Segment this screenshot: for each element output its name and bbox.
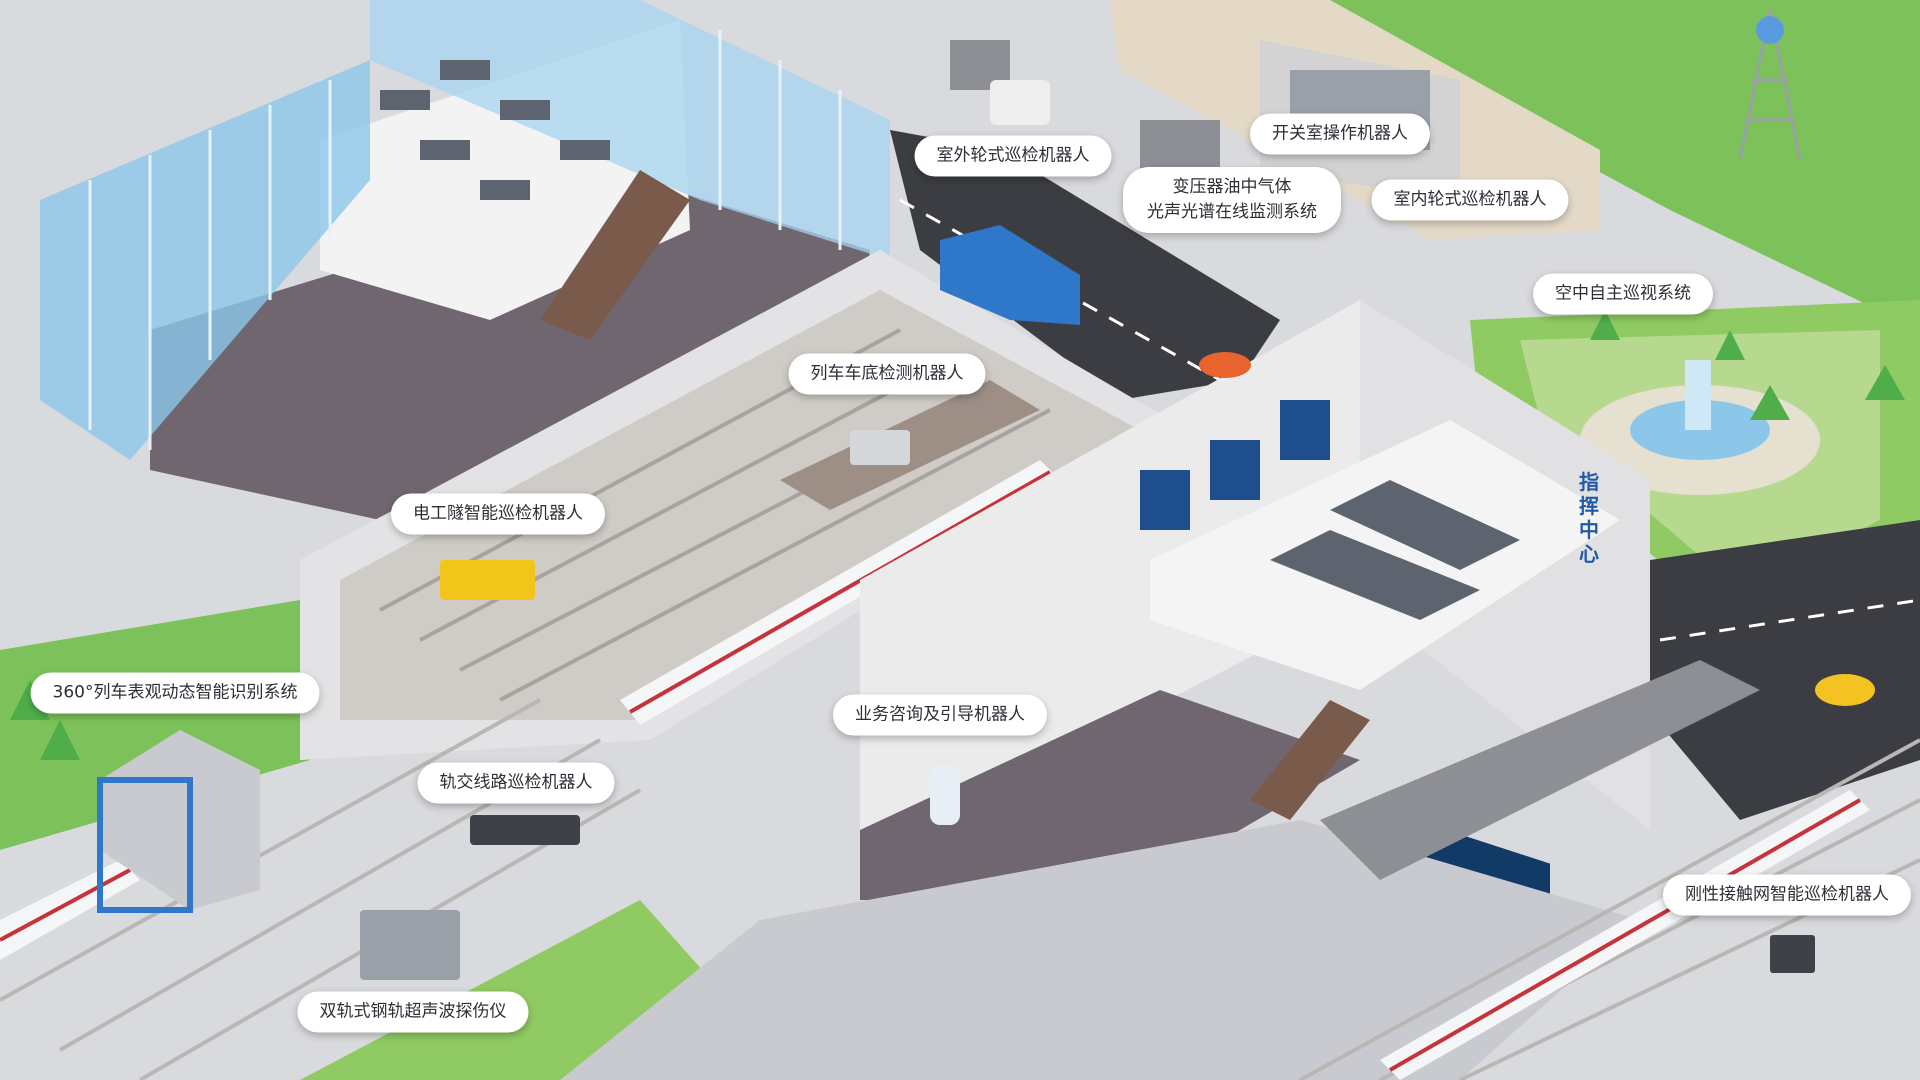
hub-char-4: 心 bbox=[1579, 542, 1599, 566]
scan-arch bbox=[100, 730, 260, 910]
service-robot-icon bbox=[930, 765, 960, 825]
glass-wall-left bbox=[40, 60, 370, 460]
car-orange bbox=[1199, 352, 1251, 378]
fountain-sculpture bbox=[1685, 360, 1711, 430]
tower-dish bbox=[1756, 16, 1784, 44]
train-bottom-right-stripe bbox=[1389, 798, 1861, 1072]
escalator-right bbox=[1250, 700, 1370, 820]
escalator-left bbox=[540, 170, 690, 340]
label-outdoor-wheeled-robot[interactable]: 室外轮式巡检机器人 bbox=[914, 135, 1112, 177]
train-bottom-left-stripe bbox=[0, 868, 131, 942]
label-rigid-catenary-robot[interactable]: 刚性接触网智能巡检机器人 bbox=[1663, 874, 1911, 916]
plaza bbox=[560, 820, 1640, 1080]
flight-boards bbox=[1140, 400, 1330, 530]
transformer-group bbox=[950, 40, 1220, 170]
elevated-platform bbox=[1320, 660, 1760, 880]
bus bbox=[940, 225, 1080, 325]
label-aerial-patrol[interactable]: 空中自主巡视系统 bbox=[1533, 273, 1713, 315]
label-indoor-wheeled-robot[interactable]: 室内轮式巡检机器人 bbox=[1371, 179, 1569, 221]
label-tunnel-robot[interactable]: 电工隧智能巡检机器人 bbox=[391, 493, 605, 535]
depot-floor bbox=[340, 290, 1140, 720]
station-hall-floor bbox=[150, 180, 870, 520]
label-service-robot[interactable]: 业务咨询及引导机器人 bbox=[833, 694, 1047, 736]
track-robot-icon bbox=[470, 815, 580, 845]
catenary-robot-icon bbox=[1770, 935, 1815, 973]
operator-desks bbox=[1270, 480, 1520, 620]
road-dash-right bbox=[1659, 598, 1920, 642]
label-transformer-monitor[interactable]: 变压器油中气体 光声光谱在线监测系统 bbox=[1123, 167, 1341, 233]
train-depot-stripe bbox=[629, 470, 1051, 714]
hub-char-3: 中 bbox=[1579, 518, 1599, 542]
glass-wall-top bbox=[370, 0, 890, 260]
ultrasonic-detector-icon bbox=[360, 910, 460, 980]
label-train-360[interactable]: 360°列车表观动态智能识别系统 bbox=[30, 672, 320, 714]
label-ultrasonic-rail-detector[interactable]: 双轨式钢轨超声波探伤仪 bbox=[297, 991, 529, 1033]
label-undercarriage-robot[interactable]: 列车车底检测机器人 bbox=[788, 353, 986, 395]
label-transformer-monitor-line2: 光声光谱在线监测系统 bbox=[1147, 202, 1317, 222]
grass-left bbox=[0, 600, 310, 850]
label-switch-room-robot[interactable]: 开关室操作机器人 bbox=[1250, 113, 1430, 155]
hub-char-1: 指 bbox=[1579, 470, 1599, 494]
hub-char-2: 挥 bbox=[1579, 494, 1599, 518]
concourse-floor bbox=[860, 690, 1360, 900]
scan-arch-frame bbox=[97, 777, 193, 913]
road-right bbox=[1640, 520, 1920, 820]
undercarriage-robot-icon bbox=[850, 430, 910, 465]
command-center-sign: 指 挥 中 心 bbox=[1575, 470, 1603, 566]
tunnel-robot-icon bbox=[440, 560, 535, 600]
outdoor-robot-icon bbox=[990, 80, 1050, 125]
road-main bbox=[890, 130, 1280, 400]
waiting-seats bbox=[380, 60, 610, 200]
car-yellow bbox=[1815, 674, 1875, 706]
label-transformer-monitor-line1: 变压器油中气体 bbox=[1172, 177, 1292, 197]
glass-mullions bbox=[88, 30, 842, 450]
label-track-robot[interactable]: 轨交线路巡检机器人 bbox=[417, 762, 615, 804]
